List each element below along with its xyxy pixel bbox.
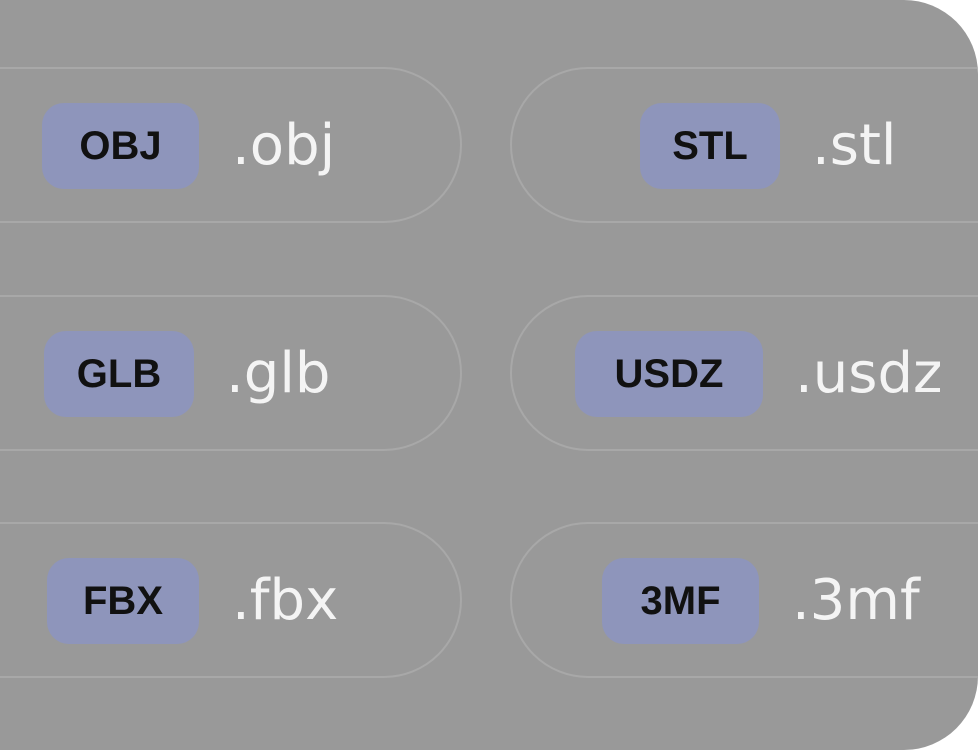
format-badge-3mf: 3MF: [602, 558, 759, 644]
format-extension-stl: .stl: [812, 113, 897, 178]
format-badge-usdz: USDZ: [575, 331, 763, 417]
format-badge-obj: OBJ: [42, 103, 199, 189]
format-pill-3mf[interactable]: [510, 522, 978, 678]
format-pill-obj[interactable]: [0, 67, 462, 223]
format-extension-3mf: .3mf: [792, 568, 920, 633]
format-badge-fbx: FBX: [47, 558, 199, 644]
format-extension-glb: .glb: [226, 341, 331, 406]
format-pill-usdz[interactable]: [510, 295, 978, 451]
format-extension-usdz: .usdz: [795, 341, 943, 406]
format-pill-fbx[interactable]: [0, 522, 462, 678]
format-badge-glb: GLB: [44, 331, 194, 417]
format-extension-fbx: .fbx: [232, 568, 339, 633]
format-pill-stl[interactable]: [510, 67, 978, 223]
format-badge-stl: STL: [640, 103, 780, 189]
format-extension-obj: .obj: [232, 113, 336, 178]
format-pill-glb[interactable]: [0, 295, 462, 451]
